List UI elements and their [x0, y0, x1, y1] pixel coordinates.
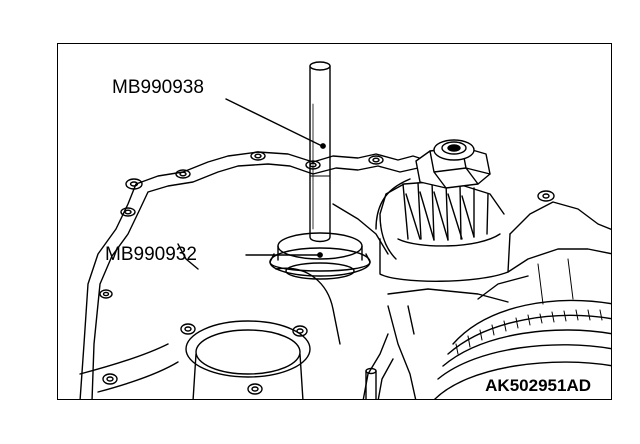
case-outline	[79, 151, 454, 399]
stud	[365, 367, 377, 399]
lower-bearing-bore	[180, 320, 311, 399]
flange-bolt-holes	[99, 151, 384, 385]
figure-frame: MB990938 MB990932 AK502951AD	[57, 43, 612, 400]
installer-handle	[309, 61, 331, 243]
output-gear	[375, 139, 511, 282]
figure-code: AK502951AD	[485, 376, 591, 395]
right-housing	[387, 190, 611, 399]
installer-base	[269, 232, 371, 280]
label-mb990938: MB990938	[112, 77, 204, 98]
label-mb990932: MB990932	[105, 244, 197, 265]
leader-line-handle	[225, 98, 323, 147]
leader-lines	[225, 98, 326, 258]
transmission-case-illustration	[79, 61, 611, 399]
